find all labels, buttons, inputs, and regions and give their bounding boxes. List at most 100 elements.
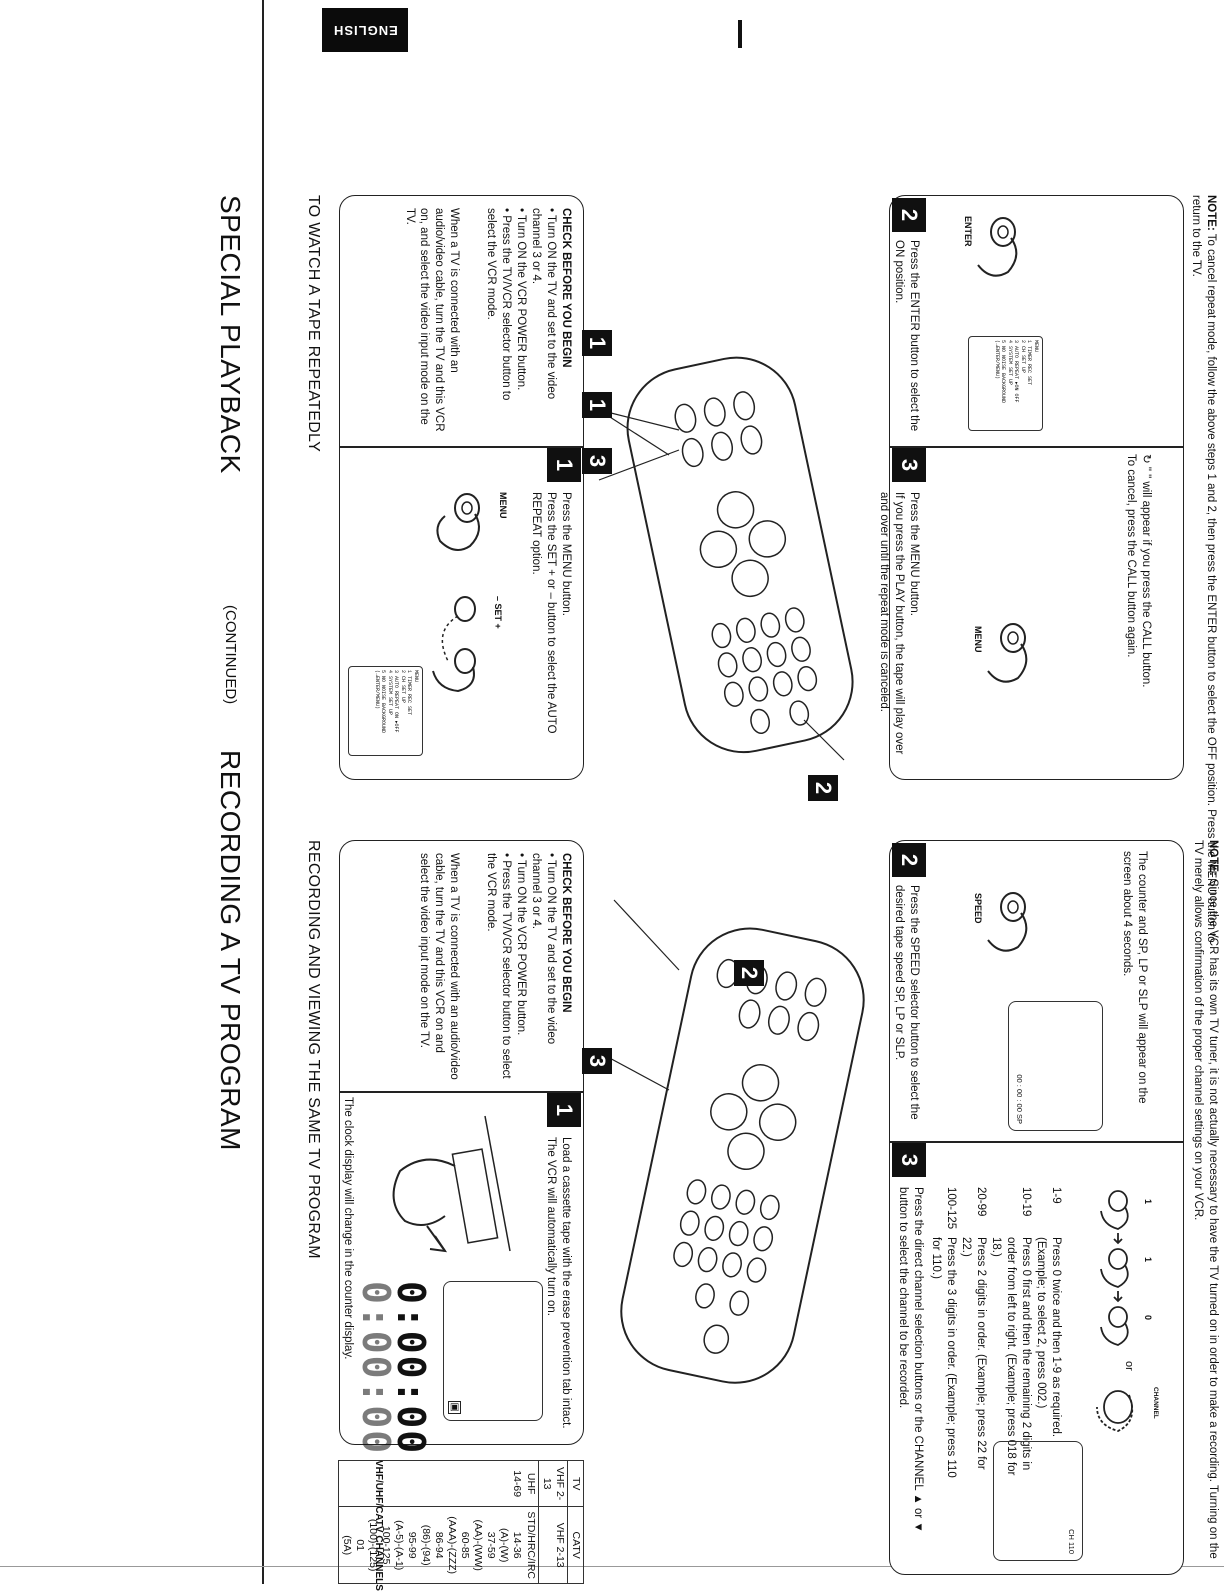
digit-sequence: 1 1 0 or CHANNEL (1093, 1181, 1163, 1441)
range-label: 20-99 (975, 1187, 988, 1217)
menu-label: MENU (498, 492, 508, 519)
enter-label: ENTER (963, 216, 973, 247)
catv-line: (100)-(125) (367, 1518, 380, 1572)
menu-label: MENU (973, 626, 983, 653)
repeat-icon: ↻ (1140, 454, 1152, 464)
tv-screen-speed: 00 : 00 : 00 SP (1008, 1001, 1103, 1131)
right-step1-number: 1 (547, 1093, 581, 1127)
catv-line: 14-36 (511, 1531, 524, 1559)
catv-line: STD/HRC/IRC (524, 1511, 537, 1579)
catv-line: 95-99 (406, 1531, 419, 1559)
divider (890, 1141, 1183, 1143)
note-text: Since the VCR has its own TV tuner, it i… (1192, 840, 1219, 1559)
catv-line: 37-59 (485, 1531, 498, 1559)
note-label: NOTE: (1205, 195, 1217, 231)
table-cell: VHF 2-13 (538, 1506, 568, 1584)
menu-line: MENU (1033, 340, 1039, 353)
menu-line: 1 TIMER REC SET (406, 670, 413, 716)
menu-line: 4 SYSTEM SET UP (387, 670, 393, 716)
left-step2-number: 2 (892, 198, 926, 232)
menu-line: 1 TIMER REC SET (1026, 340, 1033, 386)
call-note-text: " " will appear if you press the CALL bu… (1140, 466, 1152, 688)
callout-1: 1 (582, 330, 612, 356)
range-label: 1-9 (1050, 1187, 1062, 1204)
left-step1-text: Press the MENU button. Press the SET + o… (528, 492, 573, 762)
vcr-display-clock: 0:00:00 (354, 1281, 398, 1456)
right-subtitle: RECORDING AND VIEWING THE SAME TV PROGRA… (305, 840, 322, 1259)
table-header: CATV (567, 1506, 584, 1584)
divider (890, 446, 1183, 448)
catv-line: (AA)-(WW) (472, 1519, 485, 1571)
left-top-box: CHECK BEFORE YOU BEGIN • Turn ON the TV … (339, 195, 584, 780)
right-check-heading: CHECK BEFORE YOU BEGIN (560, 853, 572, 1013)
clock-note: The clock display will change in the cou… (342, 1097, 354, 1360)
left-subtitle: TO WATCH A TAPE REPEATEDLY (305, 195, 322, 453)
catv-line: 01 (354, 1539, 366, 1551)
table-header: TV (567, 1460, 584, 1507)
hand-press-speed-icon (987, 892, 1028, 952)
right-check-item: • Turn ON the TV and set to the video ch… (530, 853, 558, 1045)
cassette-insert-illustration (392, 1115, 511, 1253)
language-tab: ENGLISH (322, 8, 408, 52)
catv-line: 100-125 (380, 1525, 393, 1565)
catv-line: (A-5)-(A-1) (393, 1520, 406, 1571)
digit-label: 1 (1143, 1257, 1153, 1263)
hand-press-menu-icon (436, 493, 480, 551)
right-top-box: CHECK BEFORE YOU BEGIN • Turn ON the TV … (339, 840, 584, 1455)
step-line: Load a cassette tape with the erase prev… (560, 1137, 572, 1429)
callout-3: 3 (582, 1048, 612, 1074)
hand-press-set-icon (432, 596, 476, 693)
callout-1: 1 (582, 392, 612, 418)
counter-note: The counter and SP, LP or SLP will appea… (1121, 851, 1148, 1104)
right-note: NOTE: Since the VCR has its own TV tuner… (1190, 840, 1220, 1575)
left-check-heading: CHECK BEFORE YOU BEGIN (560, 208, 572, 368)
menu-line: 3 AUTO REPEAT ON ▸OFF (393, 670, 400, 733)
catv-line: 60-85 (459, 1531, 471, 1559)
cassette-icon: ▣ (448, 1400, 461, 1414)
screen-counter-text: 00 : 00 : 00 SP (1015, 1074, 1024, 1124)
right-bottom-box: 2 Press the SPEED selector button to sel… (889, 840, 1184, 1575)
menu-line: 5 NO NOISE BACKGROUND (1000, 340, 1007, 404)
callout-2: 2 (808, 775, 838, 801)
left-bottom-box: 2 Press the ENTER button to select the O… (878, 195, 1184, 780)
step-line: If you press the PLAY button, the tape w… (878, 492, 906, 755)
catv-line: 86-94 (432, 1531, 445, 1559)
crop-line (262, 0, 264, 1584)
left-step2-text: Press the ENTER button to select the ON … (893, 240, 920, 432)
table-cell: VHF 2-13 (538, 1460, 568, 1507)
step-line: The VCR will automatically turn on. (545, 1137, 558, 1316)
menu-line: 4 SYSTEM SET UP (1007, 340, 1013, 386)
registration-mark (738, 20, 742, 48)
screen-channel-text: CH 110 (1067, 1529, 1076, 1554)
table-cell: UHF 14-69 (338, 1460, 539, 1507)
tv-screen-blank: ▣ (443, 1281, 543, 1421)
range-text: Press the 3 digits in order. (Example; p… (930, 1237, 958, 1478)
menu-line: 5 NO NOISE BACKGROUND (380, 670, 387, 734)
left-check-block: CHECK BEFORE YOU BEGIN • Turn ON the TV … (402, 208, 573, 433)
catv-line: (5A) (340, 1535, 353, 1556)
digit-label: 0 (1143, 1315, 1153, 1321)
range-text: Press 2 digits in order. (Example; press… (960, 1237, 988, 1470)
hand-press-enter-icon (977, 217, 1018, 277)
step-line: Press the MENU button. (560, 492, 572, 616)
right-step2-number: 2 (892, 843, 926, 877)
left-check-item: • Press the TV/VCR selector button to se… (485, 208, 513, 401)
range-label: 10-19 (1020, 1187, 1033, 1217)
note-label: NOTE: (1207, 840, 1219, 876)
right-cable-note: When a TV is connected with an audio/vid… (418, 853, 461, 1080)
menu-line: MENU (413, 670, 419, 683)
call-note: ↻ " " will appear if you press the CALL … (1123, 454, 1153, 774)
left-step3-number: 3 (892, 448, 926, 482)
hand-press-menu-icon (987, 623, 1028, 683)
range-label: 100-125 (945, 1187, 958, 1230)
menu-screen-step2: MENU 1 TIMER REC SET 2 CH SET UP 3 AUTO … (968, 336, 1043, 431)
channel-table: TV CATV VHF 2-13 VHF 2-13 UHF 14-69 STD/… (338, 1460, 584, 1584)
step-line: Press the MENU button. (908, 492, 920, 616)
right-check-item: • Turn ON the VCR POWER button. (515, 853, 528, 1036)
set-label: – SET + (493, 596, 503, 629)
catv-line: (86)-(94) (419, 1524, 432, 1566)
menu-line: 3 AUTO REPEAT ▸ON OFF (1013, 340, 1020, 403)
note-text: To cancel repeat mode, follow the above … (1190, 195, 1217, 943)
